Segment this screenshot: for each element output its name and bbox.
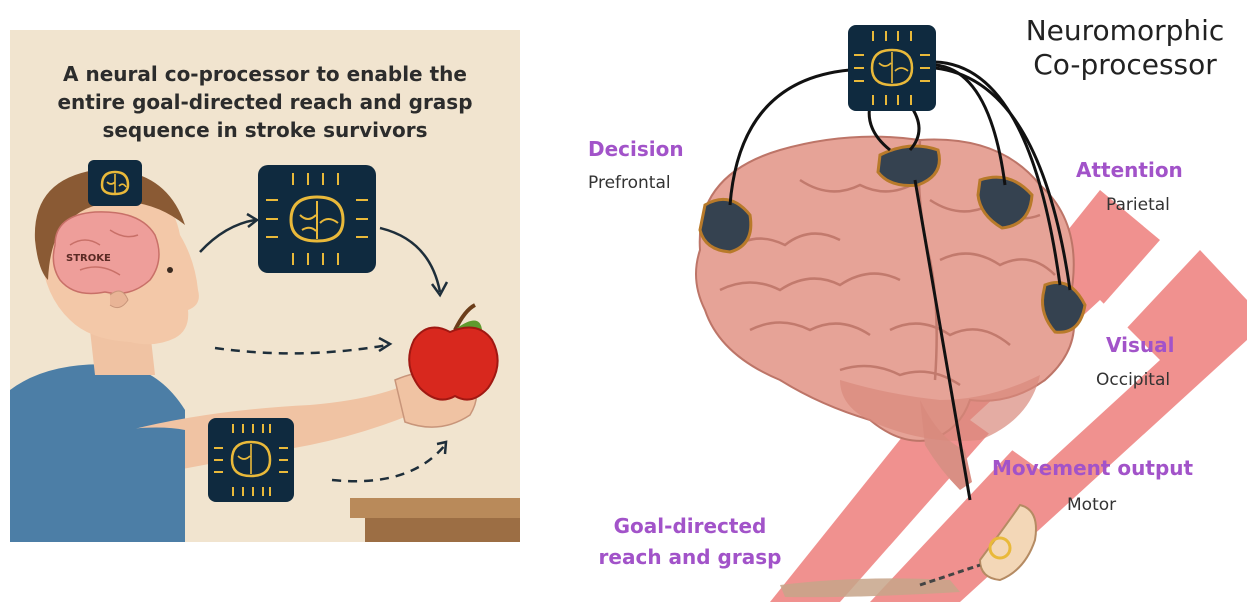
left-panel: STROKE [10, 30, 520, 542]
brain-chip-icon [208, 418, 294, 502]
brain-chip-icon [88, 160, 142, 206]
attention-label: Attention [1076, 158, 1183, 182]
goal-line: Goal-directed [595, 511, 785, 542]
brain-chip-icon [848, 25, 936, 111]
occipital-label: Occipital [1096, 370, 1170, 390]
table-top [350, 498, 520, 518]
goal-label: Goal-directed reach and grasp [595, 511, 785, 573]
brain-chip-icon [258, 165, 376, 273]
neuromorphic-title: Neuromorphic Co-processor [1010, 14, 1240, 82]
stroke-label: STROKE [66, 253, 111, 264]
table-body [365, 518, 520, 542]
title-line: Neuromorphic [1010, 14, 1240, 48]
movement-label: Movement output [992, 456, 1193, 480]
motor-label: Motor [1067, 495, 1116, 515]
title-line: entire goal-directed reach and grasp [10, 88, 520, 116]
title-line: sequence in stroke survivors [10, 116, 520, 144]
title-line: A neural co-processor to enable the [10, 60, 520, 88]
title-line: Co-processor [1010, 48, 1240, 82]
sleeve [120, 428, 185, 481]
prefrontal-label: Prefrontal [588, 173, 671, 193]
right-panel: Neuromorphic Co-processor Decision Prefr… [540, 0, 1247, 602]
decision-label: Decision [588, 137, 684, 161]
left-title: A neural co-processor to enable the enti… [10, 60, 520, 144]
apple-icon [409, 305, 497, 400]
goal-line: reach and grasp [595, 542, 785, 573]
visual-label: Visual [1106, 333, 1174, 357]
parietal-label: Parietal [1106, 195, 1170, 215]
